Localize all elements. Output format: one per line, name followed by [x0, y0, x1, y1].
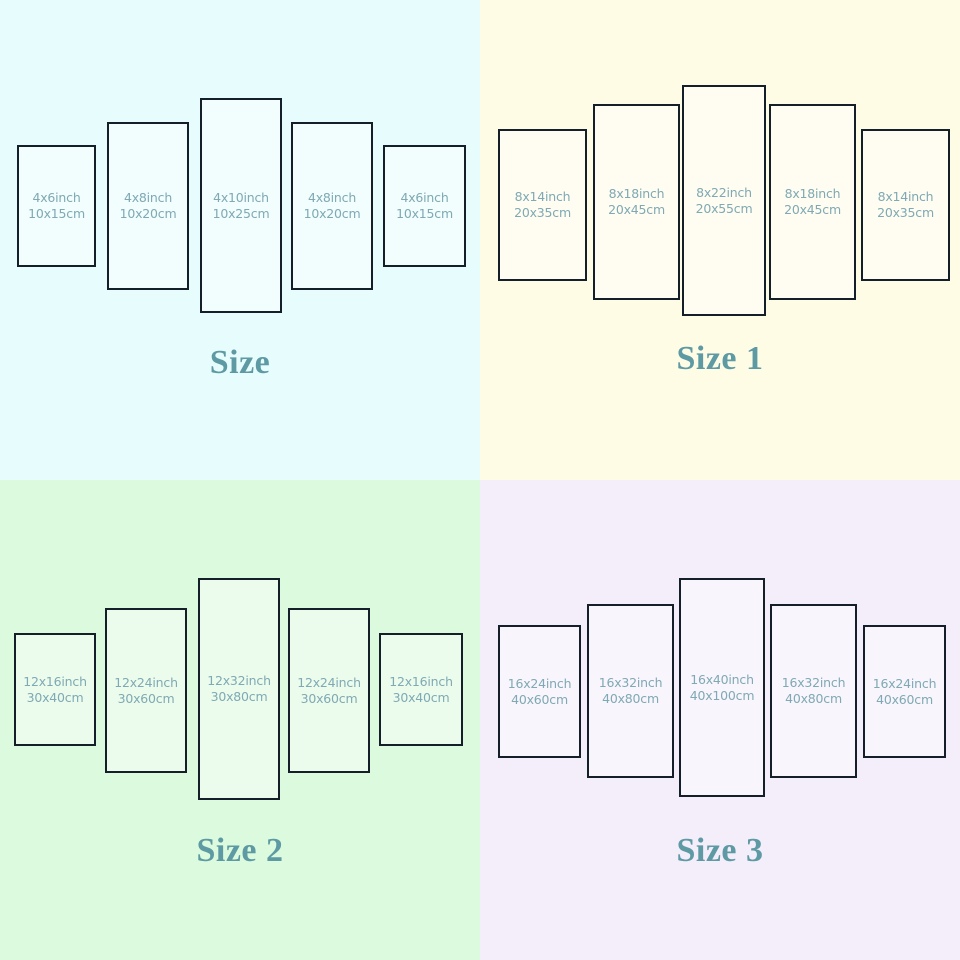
quadrant-title: Size	[209, 344, 271, 381]
panel-frame	[498, 625, 581, 758]
panel-frame	[107, 122, 189, 290]
quadrant-title: Size 2	[196, 832, 284, 869]
panel-frame	[861, 129, 950, 281]
panel-frame	[498, 129, 587, 281]
panel-frame	[593, 104, 680, 300]
panel-frame	[679, 578, 765, 797]
quadrant-title: Size 3	[676, 832, 764, 869]
panel-frame	[198, 578, 280, 800]
panel-frame	[288, 608, 370, 773]
panel-frame	[383, 145, 466, 267]
panel-frame	[14, 633, 96, 746]
panel-frame	[105, 608, 187, 773]
panel-frame	[17, 145, 96, 267]
panel-frame	[587, 604, 674, 778]
panel-frame	[379, 633, 463, 746]
panel-frame	[200, 98, 282, 313]
panel-frame	[682, 85, 766, 316]
panel-frame	[291, 122, 373, 290]
panel-frame	[863, 625, 946, 758]
quadrant-title: Size 1	[676, 340, 764, 377]
panel-frame	[769, 104, 856, 300]
panel-frame	[770, 604, 857, 778]
